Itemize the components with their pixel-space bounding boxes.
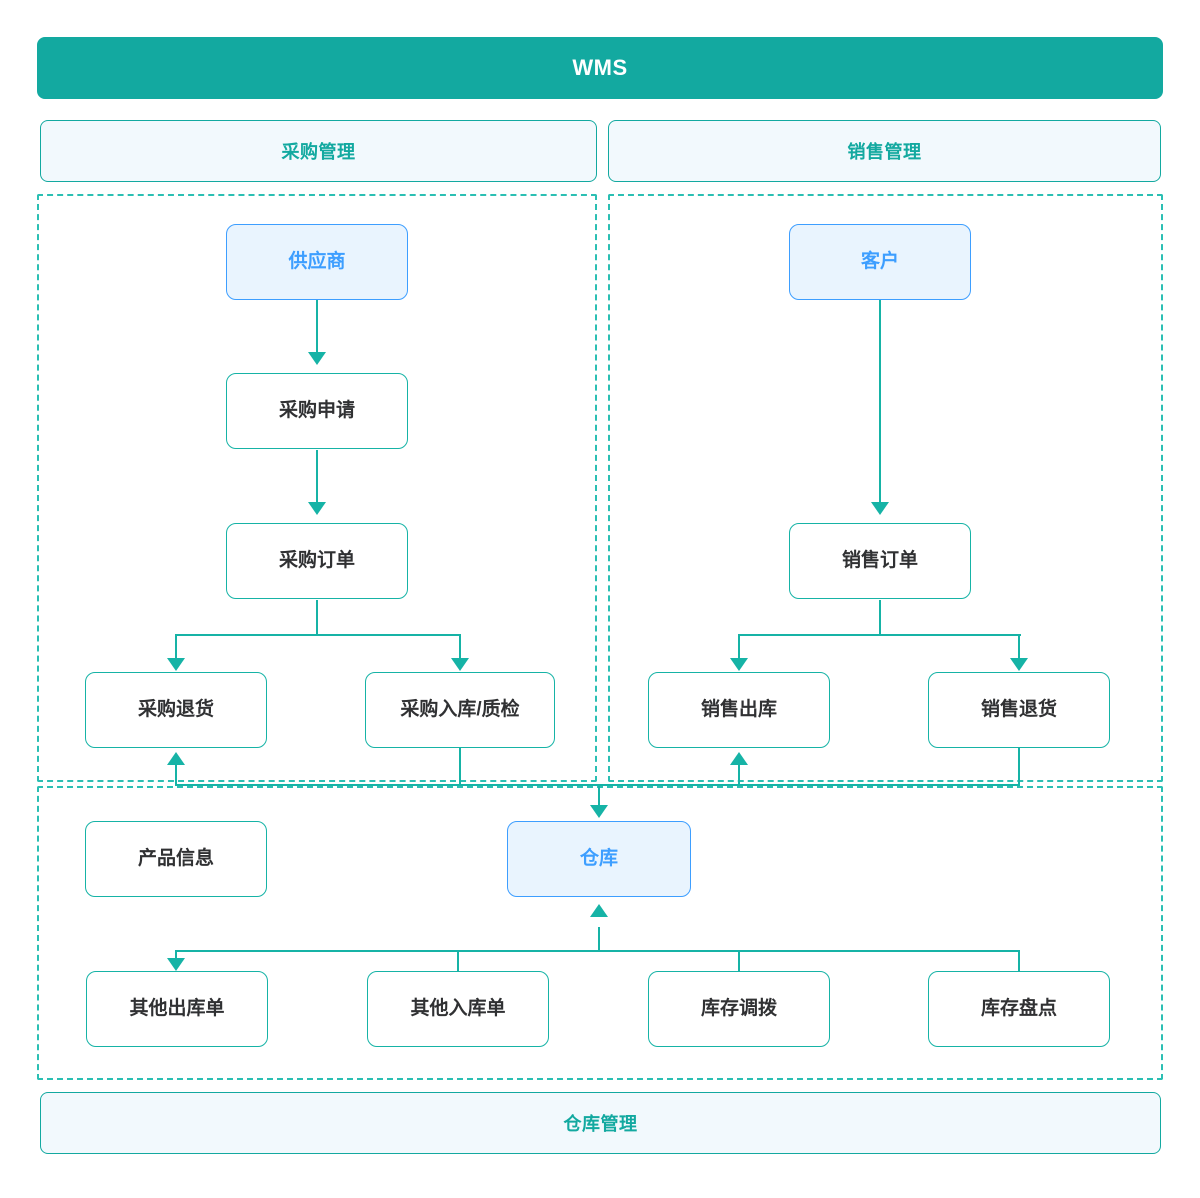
footer-bar-warehouse-management: 仓库管理 — [40, 1092, 1161, 1154]
edge-bus-to-warehouse-arrow — [590, 805, 608, 818]
edge-sales-order-bus — [739, 634, 1021, 636]
edge-customer-to-sales-order-arrow — [871, 502, 889, 515]
edge-bus-to-other-outbound-drop — [175, 950, 177, 964]
edge-purchase-order-stem — [316, 600, 318, 635]
node-stock-count[interactable]: 库存盘点 — [928, 971, 1110, 1047]
edge-bus-to-sales-outbound-arrow — [730, 752, 748, 765]
edge-stock-transfer-riser — [738, 950, 740, 972]
edge-sales-order-stem — [879, 600, 881, 635]
edge-sales-return-drop — [1018, 748, 1020, 785]
edge-stock-count-riser — [1018, 950, 1020, 972]
node-product-info[interactable]: 产品信息 — [85, 821, 267, 897]
edge-sales-order-to-return-drop — [1018, 634, 1020, 664]
edge-purchase-order-to-return-drop — [175, 634, 177, 664]
root-bar-wms: WMS — [37, 37, 1163, 99]
edge-bottom-bus-to-warehouse-riser — [598, 927, 600, 951]
edge-purchase-order-to-return-arrow — [167, 658, 185, 671]
edge-purchase-order-to-inbound-arrow — [451, 658, 469, 671]
warehouse-bottom-bus — [176, 950, 1019, 952]
edge-bus-to-purchase-return-riser — [175, 765, 177, 785]
node-sales-outbound[interactable]: 销售出库 — [648, 672, 830, 748]
node-sales-return[interactable]: 销售退货 — [928, 672, 1110, 748]
edge-supplier-to-purchase-request-line — [316, 300, 318, 358]
node-stock-transfer[interactable]: 库存调拨 — [648, 971, 830, 1047]
edge-purchase-order-to-inbound-drop — [459, 634, 461, 664]
node-other-inbound[interactable]: 其他入库单 — [367, 971, 549, 1047]
node-sales-order[interactable]: 销售订单 — [789, 523, 971, 599]
edge-supplier-to-purchase-request-arrow — [308, 352, 326, 365]
node-purchase-return[interactable]: 采购退货 — [85, 672, 267, 748]
node-other-outbound[interactable]: 其他出库单 — [86, 971, 268, 1047]
edge-purchase-order-bus — [176, 634, 460, 636]
edge-customer-to-sales-order-line — [879, 300, 881, 508]
node-warehouse[interactable]: 仓库 — [507, 821, 691, 897]
group-sales — [608, 194, 1163, 782]
node-purchase-order[interactable]: 采购订单 — [226, 523, 408, 599]
edge-sales-order-to-sales-return-arrow — [1010, 658, 1028, 671]
node-purchase-inbound-qc[interactable]: 采购入库/质检 — [365, 672, 555, 748]
edge-purchase-request-to-purchase-order-arrow — [308, 502, 326, 515]
edge-bus-to-warehouse-drop — [598, 784, 600, 808]
group-warehouse — [37, 786, 1163, 1080]
edge-sales-order-to-outbound-drop — [738, 634, 740, 664]
edge-bottom-bus-to-warehouse-arrow — [590, 904, 608, 917]
edge-other-inbound-riser — [457, 950, 459, 972]
node-supplier[interactable]: 供应商 — [226, 224, 408, 300]
edge-bus-to-purchase-return-arrow — [167, 752, 185, 765]
node-customer[interactable]: 客户 — [789, 224, 971, 300]
edge-sales-order-to-outbound-arrow — [730, 658, 748, 671]
section-header-purchase: 采购管理 — [40, 120, 597, 182]
warehouse-inbound-bus — [175, 784, 1020, 786]
edge-purchase-inbound-drop — [459, 748, 461, 785]
edge-purchase-request-to-purchase-order-line — [316, 450, 318, 508]
node-purchase-request[interactable]: 采购申请 — [226, 373, 408, 449]
edge-bus-to-sales-outbound-riser — [738, 765, 740, 785]
section-header-sales: 销售管理 — [608, 120, 1161, 182]
group-purchase — [37, 194, 597, 782]
edge-bus-to-other-outbound-arrow — [167, 958, 185, 971]
